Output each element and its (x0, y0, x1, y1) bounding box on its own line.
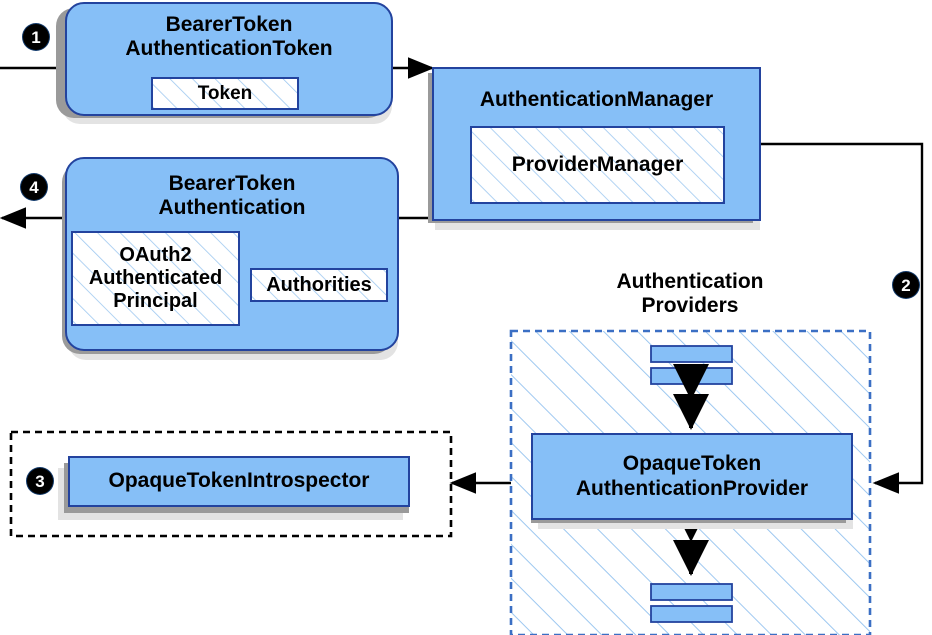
node-opaque-token-authentication-provider (531, 433, 853, 529)
inner-box-oauth2-authenticated-principal (71, 231, 240, 326)
node-authentication-manager (428, 67, 761, 230)
inner-box-authorities (250, 268, 388, 302)
node-bearer-token-authentication-token (56, 2, 393, 124)
step-badge-3: 3 (27, 468, 53, 494)
node-bearer-token-authentication (62, 157, 399, 360)
node-opaque-token-introspector (58, 456, 410, 520)
step-badge-4: 4 (21, 174, 47, 200)
inner-box-provider-manager (470, 126, 725, 204)
step-badge-1: 1 (23, 24, 49, 50)
introspector-group-boundary (9, 430, 453, 538)
inner-box-token (151, 77, 299, 110)
stacked-bars-icon-bottom (650, 583, 733, 623)
step-badge-2: 2 (893, 272, 919, 298)
connector-manager-to-provider (760, 142, 924, 494)
